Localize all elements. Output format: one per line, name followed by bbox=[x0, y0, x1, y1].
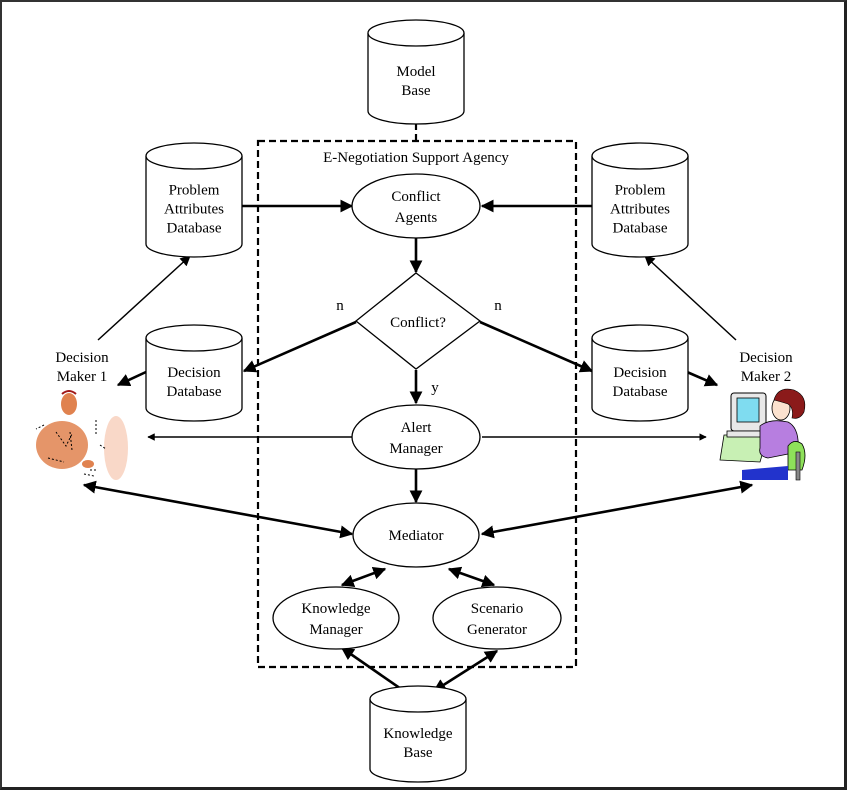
scenario-generator-label-1: Scenario bbox=[471, 601, 523, 617]
branch-no-left-label: n bbox=[336, 298, 344, 314]
cylinder-body bbox=[367, 33, 465, 125]
screen-shape bbox=[736, 397, 760, 423]
cylinder-body bbox=[591, 156, 689, 258]
database-label-line: Database bbox=[613, 384, 668, 400]
database-label-line: Database bbox=[167, 384, 222, 400]
edge-decision-to-decision-db-left bbox=[242, 320, 357, 373]
cylinder-body bbox=[591, 338, 689, 422]
database-label-line: Model bbox=[396, 64, 435, 80]
cylinder-body bbox=[145, 338, 243, 422]
database-label-line: Decision bbox=[167, 365, 221, 381]
person-icon bbox=[35, 390, 128, 480]
database-label-line: Decision bbox=[613, 365, 667, 381]
cylinder-top bbox=[145, 324, 243, 352]
actor-decision-maker-1: Decision Maker 1 bbox=[35, 350, 128, 480]
database-label-line: Knowledge bbox=[383, 726, 452, 742]
decision-maker-1-label-2: Maker 1 bbox=[57, 369, 107, 385]
edge-dm2-mediator bbox=[480, 480, 754, 539]
conflict-decision-node bbox=[354, 272, 482, 370]
database-label-line: Attributes bbox=[610, 202, 670, 218]
process-knowledge-manager: Knowledge Manager bbox=[272, 586, 400, 650]
alert-manager-label-2: Manager bbox=[389, 441, 442, 457]
edge-decision-db-right-to-dm2 bbox=[686, 370, 719, 387]
conflict-decision-label: Conflict? bbox=[390, 315, 446, 331]
knowledge-manager-label-2: Manager bbox=[309, 622, 362, 638]
edge-decision-to-decision-db-right bbox=[479, 320, 594, 373]
edge-dm2-to-pad-right bbox=[644, 255, 737, 341]
knowledge-manager-label-1: Knowledge bbox=[301, 601, 370, 617]
conflict-agents-label-2: Agents bbox=[395, 210, 438, 226]
edges bbox=[82, 199, 754, 702]
pants-shape bbox=[742, 466, 788, 480]
mediator-label: Mediator bbox=[389, 528, 444, 544]
cylinder-top bbox=[367, 19, 465, 47]
process-mediator: Mediator bbox=[352, 502, 480, 568]
person-at-computer-icon bbox=[719, 388, 806, 481]
database-label-line: Base bbox=[401, 83, 431, 99]
branch-no-right-label: n bbox=[494, 298, 502, 314]
edge-mediator-knowledge-manager bbox=[340, 566, 387, 588]
process-scenario-generator: Scenario Generator bbox=[432, 586, 562, 650]
figure-outline bbox=[35, 420, 107, 477]
process-conflict-agents: Conflict Agents bbox=[351, 173, 481, 239]
database-label-line: Base bbox=[403, 745, 433, 761]
decision-maker-1-label-1: Decision bbox=[55, 350, 109, 366]
cylinder-top bbox=[591, 142, 689, 170]
scenario-generator-label-2: Generator bbox=[467, 622, 527, 638]
conflict-agents-label-1: Conflict bbox=[391, 189, 441, 205]
hair-shape bbox=[773, 388, 806, 419]
hand-shape bbox=[82, 460, 94, 468]
cylinder-top bbox=[369, 685, 467, 713]
process-alert-manager: Alert Manager bbox=[351, 404, 481, 470]
edge-decision-db-left-to-dm1 bbox=[116, 370, 147, 387]
agency-label: E-Negotiation Support Agency bbox=[323, 150, 509, 166]
cylinder-top bbox=[591, 324, 689, 352]
head-shape bbox=[61, 393, 77, 415]
cylinder-top bbox=[145, 142, 243, 170]
database-label-line: Attributes bbox=[164, 202, 224, 218]
database-label-line: Database bbox=[167, 221, 222, 237]
torso-shape bbox=[36, 421, 88, 469]
actor-decision-maker-2: Decision Maker 2 bbox=[719, 350, 806, 481]
database-label-line: Database bbox=[613, 221, 668, 237]
database-label-line: Problem bbox=[169, 183, 220, 199]
decision-maker-2-label-1: Decision bbox=[739, 350, 793, 366]
edge-dm1-to-pad-left bbox=[97, 255, 191, 341]
decision-conflict: Conflict? n n y bbox=[336, 272, 502, 396]
edge-dm1-mediator bbox=[82, 480, 354, 539]
cylinder-body bbox=[145, 156, 243, 258]
hair-shape bbox=[61, 390, 77, 395]
decision-maker-2-label-2: Maker 2 bbox=[741, 369, 791, 385]
chair-post-shape bbox=[795, 451, 801, 481]
conflict-agents-node bbox=[351, 173, 481, 239]
edge-mediator-scenario-generator bbox=[447, 566, 496, 588]
desk-shape bbox=[104, 416, 128, 480]
cylinder-body bbox=[369, 699, 467, 783]
scenario-generator-node bbox=[432, 586, 562, 650]
knowledge-manager-node bbox=[272, 586, 400, 650]
mediator-node bbox=[352, 502, 480, 568]
alert-manager-label-1: Alert bbox=[401, 420, 433, 436]
edge-scenario-generator-knowledge-base bbox=[432, 649, 499, 693]
alert-manager-node bbox=[351, 404, 481, 470]
keyboard-shape bbox=[726, 430, 766, 438]
branch-yes-label: y bbox=[431, 380, 439, 396]
database-label-line: Problem bbox=[615, 183, 666, 199]
